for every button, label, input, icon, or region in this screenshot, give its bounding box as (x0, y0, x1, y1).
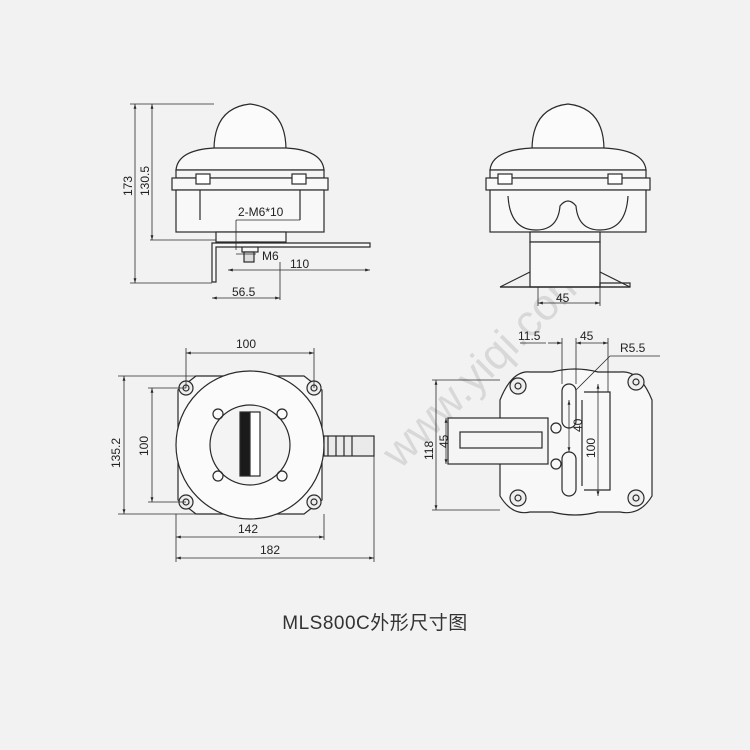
dim-top-width-body: 142 (238, 522, 258, 536)
dim-bracket-width: 45 (556, 291, 570, 305)
dim-thread-spec: 2-M6*10 (238, 205, 284, 219)
side-view (485, 103, 651, 288)
dim-bottom-45-top: 45 (580, 329, 594, 343)
dim-thread-small: M6 (262, 249, 279, 263)
dim-top-width-inner: 100 (236, 337, 256, 351)
top-view (175, 370, 375, 520)
dim-height-body: 130.5 (138, 166, 152, 196)
dim-bottom-100: 100 (584, 438, 598, 458)
dim-bottom-radius: R5.5 (620, 341, 646, 355)
dim-bottom-45-left: 45 (437, 434, 451, 448)
dim-top-width-overall: 182 (260, 543, 280, 557)
front-view (171, 103, 371, 283)
dim-top-height-overall: 135.2 (109, 438, 123, 468)
dim-bottom-118: 118 (422, 441, 436, 460)
top-view-dimensions (118, 348, 375, 562)
front-view-dimensions (130, 103, 370, 300)
side-view-dimensions (537, 287, 601, 306)
bottom-view-dimensions (432, 338, 660, 511)
dim-top-height-inner: 100 (137, 436, 151, 456)
dim-height-total: 173 (121, 176, 135, 196)
drawing-caption: MLS800C外形尺寸图 (282, 613, 468, 634)
dim-bottom-40: 40 (571, 418, 585, 432)
dim-bracket-length: 110 (290, 257, 309, 271)
dim-bracket-offset: 56.5 (232, 285, 256, 299)
dim-bottom-11-5: 11.5 (518, 329, 541, 343)
